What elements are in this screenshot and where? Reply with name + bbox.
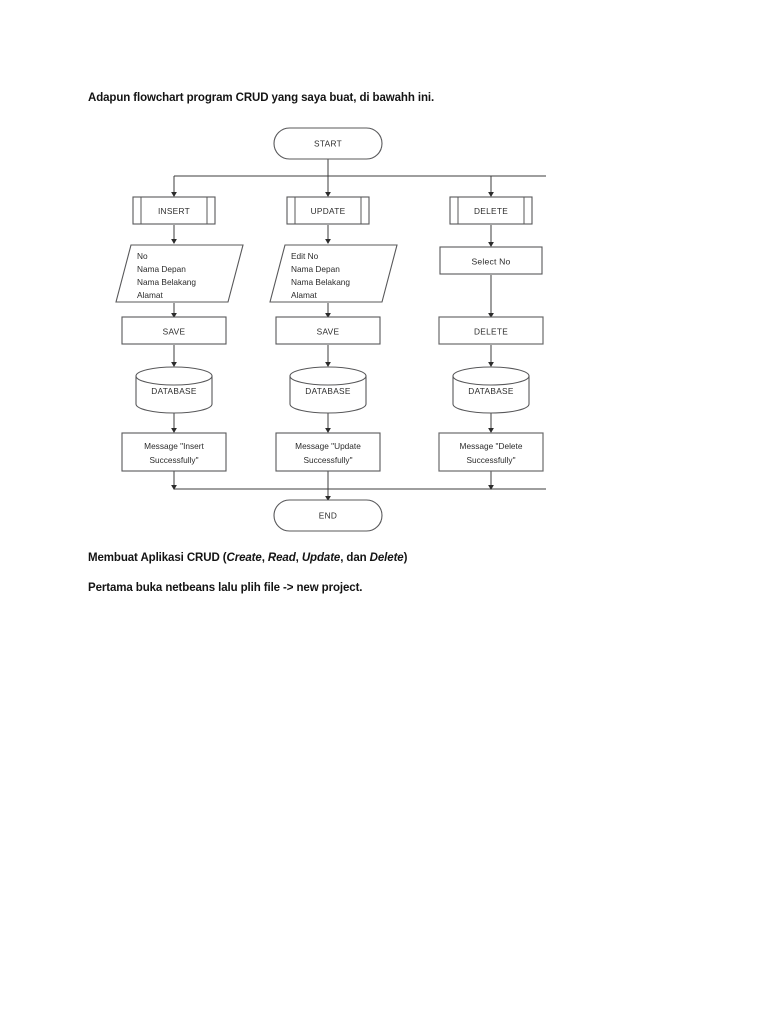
node-message-update-line-1: Message "Update <box>295 441 361 451</box>
subtext-sep-1: , <box>261 552 268 564</box>
node-message-delete-line-1: Message "Delete <box>460 441 523 451</box>
node-update-input-line-4: Alamat <box>291 290 318 300</box>
node-update-input-line-3: Nama Belakang <box>291 277 350 287</box>
node-database-update-label: DATABASE <box>305 386 351 396</box>
node-start: START <box>273 127 383 160</box>
node-insert-header: INSERT <box>132 196 216 225</box>
subtext-delete: Delete <box>369 552 404 564</box>
node-update-input: Edit No Nama Depan Nama Belakang Alamat <box>269 244 398 303</box>
node-select-no-label: Select No <box>471 257 510 267</box>
node-delete-header: DELETE <box>449 196 533 225</box>
node-update-header: UPDATE <box>286 196 370 225</box>
subtext-read: Read <box>267 552 296 564</box>
subtext-sep-3: , dan <box>340 552 370 564</box>
node-delete-action: DELETE <box>438 316 544 345</box>
node-end: END <box>273 499 383 532</box>
subtext-netbeans-instruction: Pertama buka netbeans lalu plih file -> … <box>88 582 363 594</box>
subtext-crud-definition: Membuat Aplikasi CRUD (Create, Read, Upd… <box>88 552 407 564</box>
subtext-update: Update <box>301 552 341 564</box>
subtext-prefix: Membuat Aplikasi CRUD ( <box>88 552 227 564</box>
node-database-delete-label: DATABASE <box>468 386 514 396</box>
node-update-input-line-1: Edit No <box>291 251 319 261</box>
node-database-insert-label: DATABASE <box>151 386 197 396</box>
node-save-insert: SAVE <box>121 316 227 345</box>
node-save-update-label: SAVE <box>317 327 340 337</box>
node-insert-label: INSERT <box>158 206 190 216</box>
node-message-delete: Message "Delete Successfully" <box>438 432 544 472</box>
node-save-insert-label: SAVE <box>163 327 186 337</box>
subtext-sep-2: , <box>295 552 302 564</box>
node-update-label: UPDATE <box>311 206 346 216</box>
node-insert-input: No Nama Depan Nama Belakang Alamat <box>115 244 244 303</box>
node-database-delete: DATABASE <box>452 366 530 414</box>
node-message-update: Message "Update Successfully" <box>275 432 381 472</box>
node-start-label: START <box>314 139 342 149</box>
node-select-no: Select No <box>439 246 543 275</box>
subtext-suffix: ) <box>403 552 408 564</box>
node-end-label: END <box>319 511 337 521</box>
subtext-create: Create <box>226 552 262 564</box>
node-insert-input-line-2: Nama Depan <box>137 264 186 274</box>
intro-paragraph: Adapun flowchart program CRUD yang saya … <box>88 92 435 104</box>
node-update-input-line-2: Nama Depan <box>291 264 340 274</box>
node-message-insert-line-2: Successfully" <box>149 455 198 465</box>
node-message-delete-line-2: Successfully" <box>466 455 515 465</box>
node-message-update-line-2: Successfully" <box>303 455 352 465</box>
node-message-insert-line-1: Message "Insert <box>144 441 204 451</box>
node-insert-input-line-3: Nama Belakang <box>137 277 196 287</box>
node-database-update: DATABASE <box>289 366 367 414</box>
node-save-update: SAVE <box>275 316 381 345</box>
node-delete-label: DELETE <box>474 206 508 216</box>
node-insert-input-line-1: No <box>137 251 148 261</box>
node-delete-action-label: DELETE <box>474 327 508 337</box>
connector-merge-to-end <box>174 488 546 502</box>
node-insert-input-line-4: Alamat <box>137 290 164 300</box>
node-database-insert: DATABASE <box>135 366 213 414</box>
node-message-insert: Message "Insert Successfully" <box>121 432 227 472</box>
connector-start-to-bus <box>171 159 546 198</box>
